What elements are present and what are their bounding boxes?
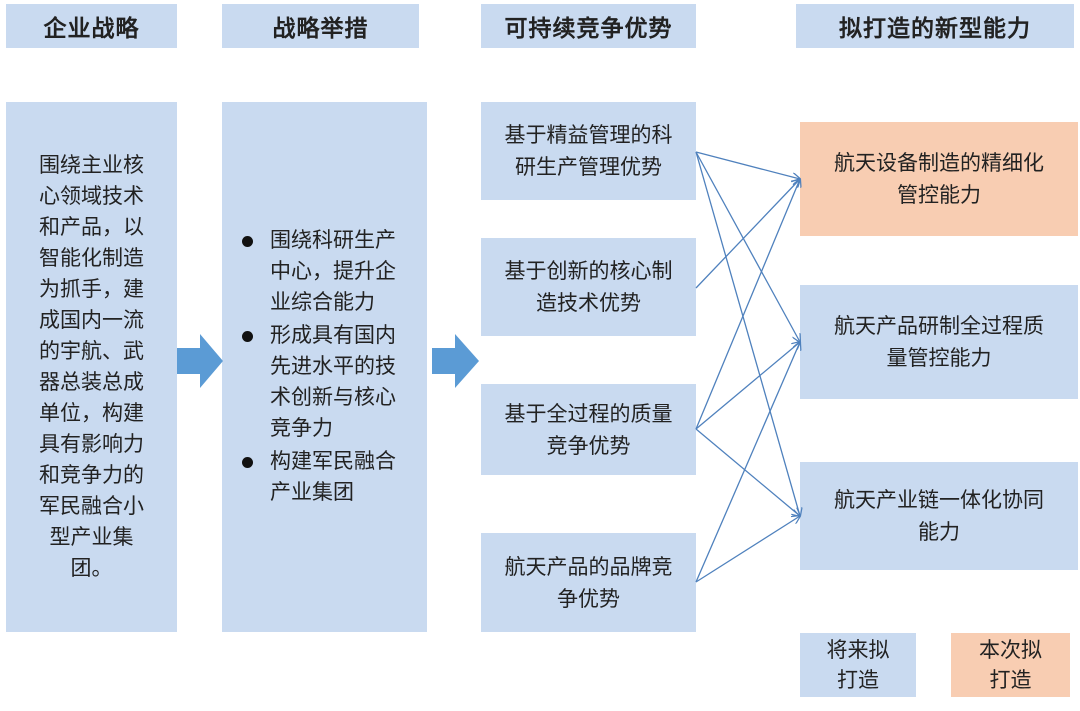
advantage-box-2: 基于全过程的质量竞争优势 <box>481 384 696 475</box>
strategy-text: 围绕主业核心领域技术和产品，以智能化制造为抓手，建成国内一流的宇航、武器总装总成… <box>39 153 144 580</box>
measure-item: 构建军民融合产业集团 <box>234 446 401 508</box>
connector-line <box>695 342 800 583</box>
capability-box-1: 航天产品研制全过程质量管控能力 <box>800 285 1078 399</box>
measures-list: 围绕科研生产中心，提升企业综合能力 形成具有国内先进水平的技术创新与核心竞争力 … <box>234 225 401 510</box>
measure-item: 围绕科研生产中心，提升企业综合能力 <box>234 225 401 318</box>
connector-line <box>695 179 800 289</box>
advantage-box-3: 航天产品的品牌竞争优势 <box>481 533 696 632</box>
connector-line <box>695 151 800 342</box>
block-arrow-1 <box>177 334 223 388</box>
connector-lines <box>695 151 800 583</box>
header-advantages: 可持续竞争优势 <box>481 4 696 48</box>
capability-box-2: 航天产业链一体化协同能力 <box>800 462 1078 570</box>
block-arrow-2 <box>432 334 479 388</box>
connector-line <box>695 342 800 430</box>
strategy-box: 围绕主业核心领域技术和产品，以智能化制造为抓手，建成国内一流的宇航、武器总装总成… <box>6 102 177 632</box>
connector-line <box>695 179 800 430</box>
connector-line <box>695 516 800 583</box>
connector-line <box>695 151 800 179</box>
measure-item: 形成具有国内先进水平的技术创新与核心竞争力 <box>234 320 401 444</box>
measures-box: 围绕科研生产中心，提升企业综合能力 形成具有国内先进水平的技术创新与核心竞争力 … <box>222 102 427 632</box>
header-measures: 战略举措 <box>222 4 419 48</box>
connector-line <box>695 428 800 516</box>
advantage-box-0: 基于精益管理的科研生产管理优势 <box>481 102 696 200</box>
capability-box-0: 航天设备制造的精细化管控能力 <box>800 122 1078 236</box>
legend-future: 将来拟打造 <box>800 633 916 697</box>
connector-line <box>695 151 800 516</box>
advantage-box-1: 基于创新的核心制造技术优势 <box>481 238 696 336</box>
header-strategy: 企业战略 <box>6 4 177 48</box>
legend-current: 本次拟打造 <box>951 633 1070 697</box>
header-capabilities: 拟打造的新型能力 <box>796 4 1074 48</box>
